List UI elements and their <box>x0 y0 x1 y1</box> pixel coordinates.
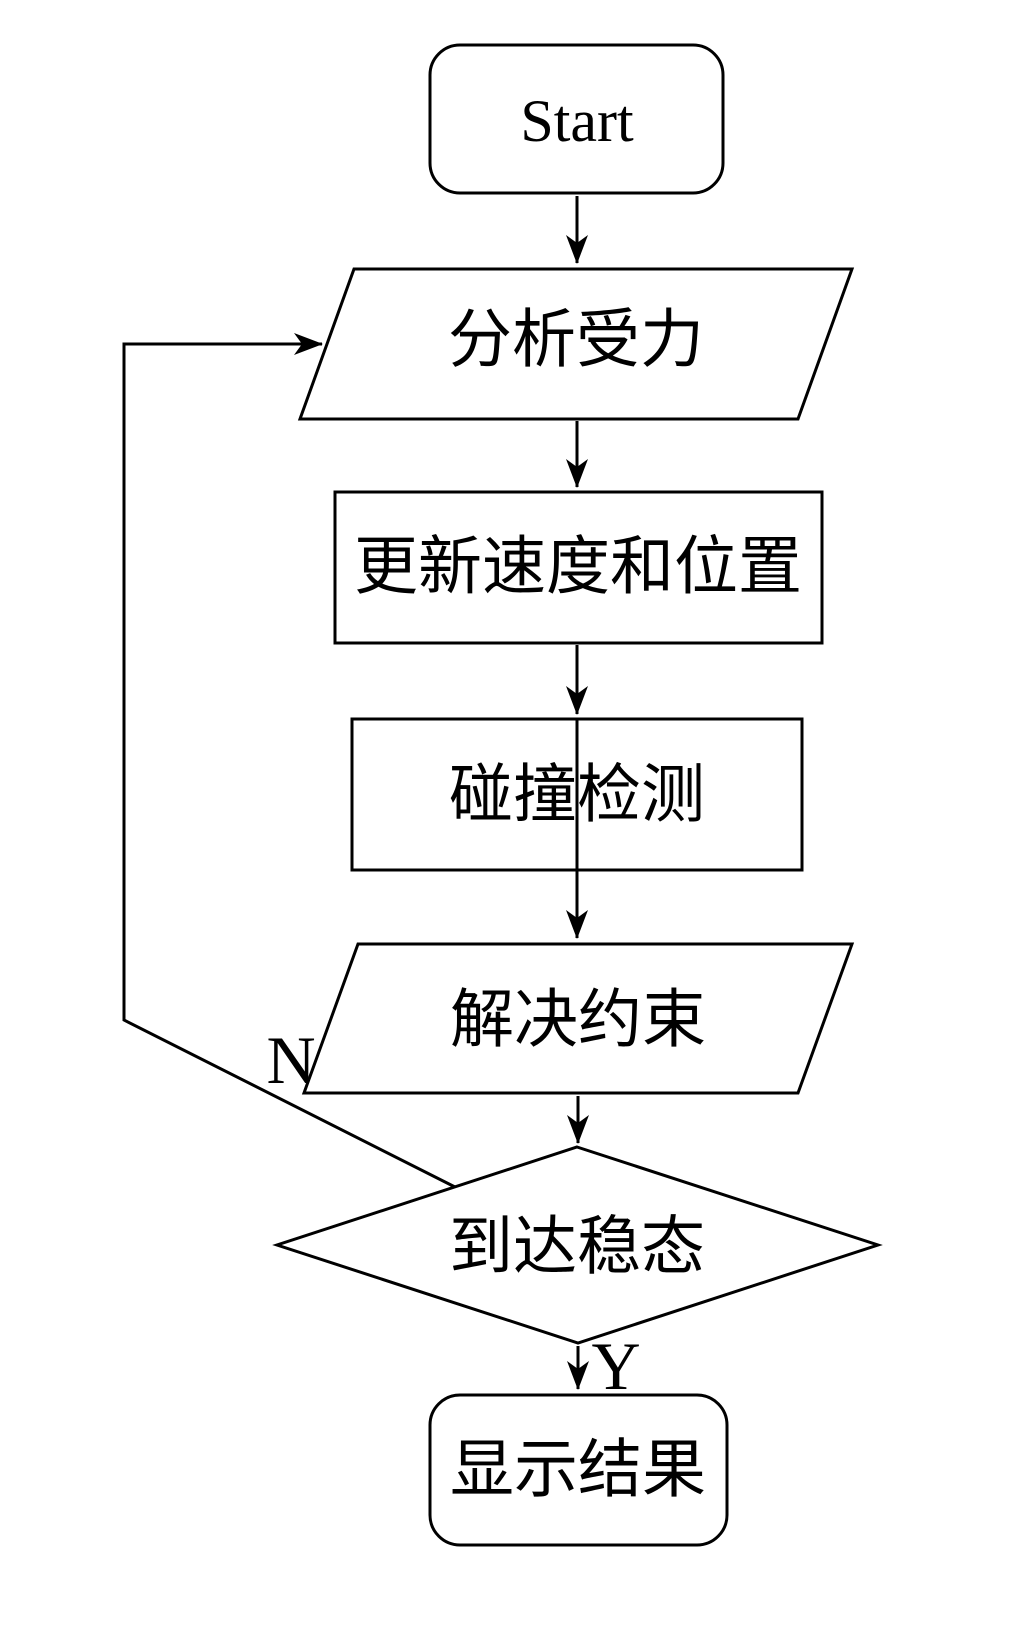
node-solve-constraints-shape <box>301 942 855 1095</box>
node-reach-steady-state-label: 到达稳态 <box>449 1212 705 1283</box>
node-start-shape <box>428 43 725 195</box>
branch-label-yes: Y <box>591 1328 640 1404</box>
node-reach-steady-state-shape <box>272 1145 883 1345</box>
node-start-label: Start <box>520 88 634 154</box>
node-update-velocity-position-label: 更新速度和位置 <box>354 532 802 603</box>
node-solve-constraints-label: 解决约束 <box>450 985 706 1056</box>
node-analyze-forces-shape <box>297 267 855 421</box>
edge-decision-no-loop <box>122 333 456 1189</box>
node-collision-detection-label: 碰撞检测 <box>449 760 705 831</box>
node-update-velocity-position-shape <box>333 490 824 645</box>
node-display-results-shape <box>428 1393 729 1547</box>
node-analyze-forces-label: 分析受力 <box>448 305 704 376</box>
branch-label-no: N <box>266 1022 315 1098</box>
node-display-results-label: 显示结果 <box>450 1435 706 1506</box>
